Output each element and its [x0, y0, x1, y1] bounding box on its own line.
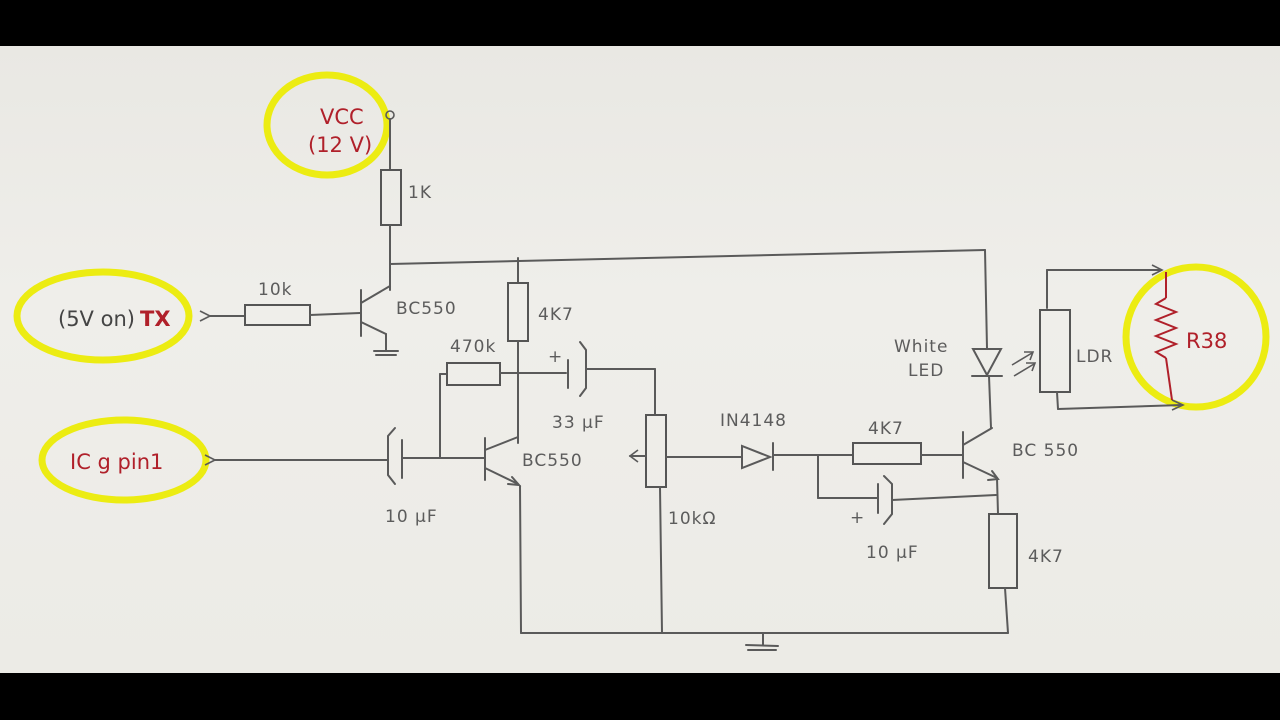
wire-cap-q3-right: [891, 494, 997, 501]
label-4k7-base: 4K7: [868, 419, 904, 439]
q1-emitter: [360, 321, 387, 335]
wire-led-q3: [988, 375, 992, 429]
vcc-highlight: [263, 71, 391, 179]
label-r38: R38: [1186, 329, 1227, 353]
label-10uf-q3: 10 μF: [866, 543, 919, 563]
label-470k: 470k: [450, 337, 496, 357]
arrow-top: [1151, 264, 1164, 276]
label-q1: BC550: [396, 299, 457, 319]
white-led: [971, 348, 1003, 378]
q2-emitter-arrow: [507, 476, 522, 487]
q3-emitter: [962, 461, 998, 479]
wire-q2-gnd: [519, 485, 522, 634]
label-tx: TX: [140, 307, 171, 331]
ldr: [1039, 309, 1071, 393]
label-led-1: White: [894, 337, 948, 357]
label-diode: IN4148: [720, 411, 787, 431]
resistor-4k7-emitter: [988, 513, 1018, 589]
label-q3: BC 550: [1012, 441, 1079, 461]
wire-4k7-gnd: [1004, 587, 1009, 634]
led-ray-arrow-2: [1026, 362, 1037, 372]
pot-wiper-arrow: [628, 449, 639, 463]
label-4k7-collector: 4K7: [538, 305, 574, 325]
resistor-10k: [244, 304, 311, 326]
label-10k: 10k: [258, 280, 292, 300]
label-vcc: VCC: [320, 105, 364, 129]
resistor-470k: [446, 362, 501, 386]
label-q2: BC550: [522, 451, 583, 471]
label-tx-prefix: (5V on): [58, 307, 135, 331]
wire-q3-4k7: [996, 477, 999, 515]
label-vcc-value: (12 V): [308, 133, 372, 157]
led-ray-arrow-1: [1024, 351, 1035, 361]
q2-collector: [484, 436, 519, 451]
wire-ldr-r38-bottom: [1057, 404, 1183, 410]
q2-emitter: [484, 467, 519, 485]
cap10-in-plate-a: [387, 427, 396, 485]
ground-symbol: [745, 644, 779, 647]
resistor-1k: [380, 169, 402, 226]
wire-rail-led: [984, 249, 988, 349]
input-highlight: [38, 416, 210, 504]
label-4k7-emitter: 4K7: [1028, 547, 1064, 567]
label-input: IC g pin1: [70, 450, 163, 474]
wire-10k-q1: [309, 312, 361, 316]
label-pot: 10kΩ: [668, 509, 716, 529]
r38-resistor: [1153, 297, 1179, 359]
wire-top-rail: [389, 249, 986, 265]
q3-collector: [962, 427, 993, 446]
q1-collector: [360, 285, 391, 304]
label-10uf-input: 10 μF: [385, 507, 438, 527]
resistor-4k7-collector: [507, 282, 529, 342]
r38-lead-bottom: [1165, 357, 1173, 401]
paper-sheet: [0, 46, 1280, 673]
cap10-q3-plate-b: [883, 475, 893, 525]
led-ray-2: [1013, 363, 1035, 377]
label-1k: 1K: [408, 183, 432, 203]
label-ldr: LDR: [1076, 347, 1113, 367]
label-led-2: LED: [908, 361, 944, 381]
resistor-4k7-base: [852, 442, 922, 465]
led-ray-1: [1011, 352, 1033, 366]
pot-10k: [645, 414, 667, 488]
label-cap-plus-1: +: [548, 347, 563, 367]
label-33uf: 33 μF: [552, 413, 605, 433]
tx-arrow: [199, 310, 212, 322]
diode-1n4148: [741, 444, 773, 470]
wire-ldr-bottom: [1056, 391, 1059, 410]
wire-pot-gnd: [659, 486, 663, 634]
label-cap-plus-2: +: [850, 508, 865, 528]
arrow-bottom: [1171, 399, 1185, 411]
r38-highlight: [1122, 263, 1270, 411]
tx-highlight: [13, 268, 193, 364]
